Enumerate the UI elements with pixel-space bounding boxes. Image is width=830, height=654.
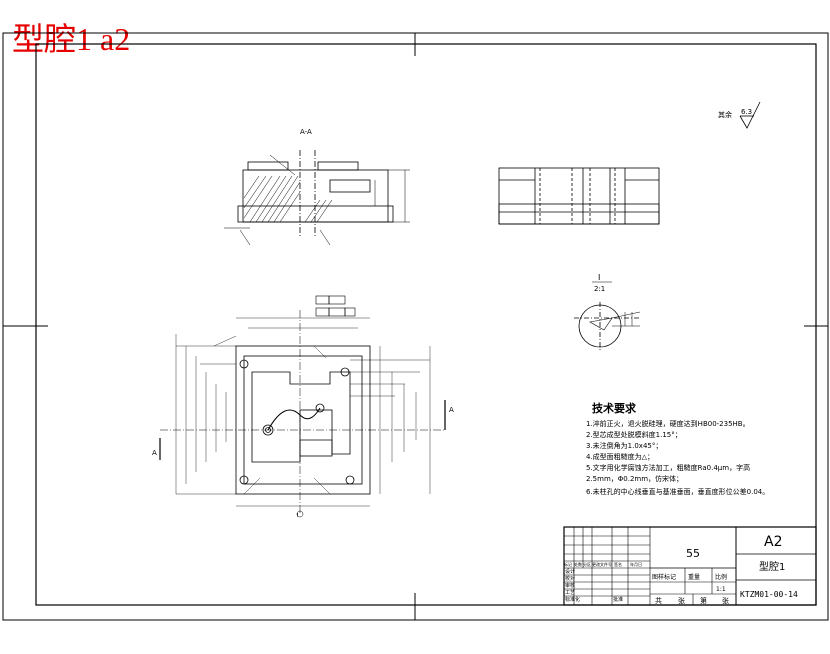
rev-header: 分区 (583, 561, 591, 567)
tech-item: 2.5mm，Φ0.2mm，仿宋体； (586, 474, 683, 483)
tech-item: 6.未柱孔的中心线垂直与基准垂面，垂直度形位公差0.04。 (586, 487, 769, 496)
inner-frame (35, 43, 817, 606)
sign-row: 工艺 (565, 590, 575, 596)
cut-label-bottom: Ⅰ (297, 513, 298, 519)
tech-item: 3.未注倒角为1.0x45°； (586, 441, 662, 450)
stage-header: 图样标记 (652, 573, 676, 581)
roughness-symbol-icon (739, 101, 761, 129)
part-name: 型腔1 (759, 560, 785, 573)
hole (315, 403, 325, 413)
detail-number: Ⅰ (598, 273, 600, 282)
scale-value: 1:1 (716, 586, 726, 593)
sign-row: 设计 (565, 568, 575, 575)
sign-row: 审核 (565, 582, 575, 589)
stage-header: 比例 (715, 573, 727, 581)
size-code: A2 (764, 534, 782, 550)
plan-view (159, 295, 446, 518)
cut-label-left: A (152, 449, 157, 457)
section-view-aa: A-A (224, 128, 410, 246)
tech-item: 5.文字用化学腐蚀方法加工，粗糙度Ra0.4μm，字高 (586, 463, 750, 472)
hole (345, 475, 355, 485)
title-block (563, 526, 817, 606)
tech-title: 技术要求 (592, 401, 637, 415)
detail-view: Ⅰ 2:1 (574, 273, 641, 350)
hole (340, 367, 350, 377)
tech-item: 4.成型面粗糙度为△； (586, 452, 654, 461)
sheet-cell: 张 (722, 596, 729, 605)
sheet-title: 型腔1 a2 (12, 21, 130, 57)
sign-row: 批准 (613, 596, 623, 603)
rev-header: 标记 (564, 561, 572, 567)
rev-header: 处数 (574, 561, 582, 567)
roughness-value: 6.3 (741, 108, 752, 116)
tech-item: 2.型芯成型处脱模斜度1.15°； (586, 430, 682, 439)
detail-scale: 2:1 (594, 285, 605, 293)
technical-requirements: 技术要求 1.淬前正火，退火脱硅理，硬度达到HB00-235HB。 2.型芯成型… (586, 401, 769, 496)
hole (239, 475, 249, 485)
rev-header: 更改文件号 (592, 561, 612, 567)
section-label: A-A (300, 128, 312, 136)
drawing-number: KTZM01-00-14 (740, 590, 798, 599)
stage-header: 重量 (688, 573, 700, 581)
title-block-text: 55 A2 型腔1 KTZM01-00-14 图样标记 重量 比例 1:1 共 … (564, 534, 798, 605)
hole (239, 359, 249, 369)
centering-marks (3, 33, 828, 620)
material-value: 55 (686, 547, 700, 560)
roughness-note: 其余 6.3 (718, 101, 761, 129)
sign-row: 标准化 (565, 596, 580, 603)
section-hatch (243, 175, 333, 223)
tech-item: 1.淬前正火，退火脱硅理，硬度达到HB00-235HB。 (586, 419, 750, 428)
sheet-cell: 第 (700, 596, 707, 605)
side-view (498, 167, 660, 225)
rev-header: 年月日 (630, 561, 642, 567)
sign-row: 校对 (565, 575, 575, 582)
rev-header: 签名 (614, 561, 622, 567)
roughness-prefix: 其余 (718, 110, 732, 119)
dimension-lines (175, 317, 431, 507)
sheet-cell: 张 (678, 596, 685, 605)
hole (262, 424, 274, 436)
cut-label-right: A (449, 406, 454, 414)
outer-border (2, 32, 829, 621)
sheet-cell: 共 (655, 596, 662, 605)
